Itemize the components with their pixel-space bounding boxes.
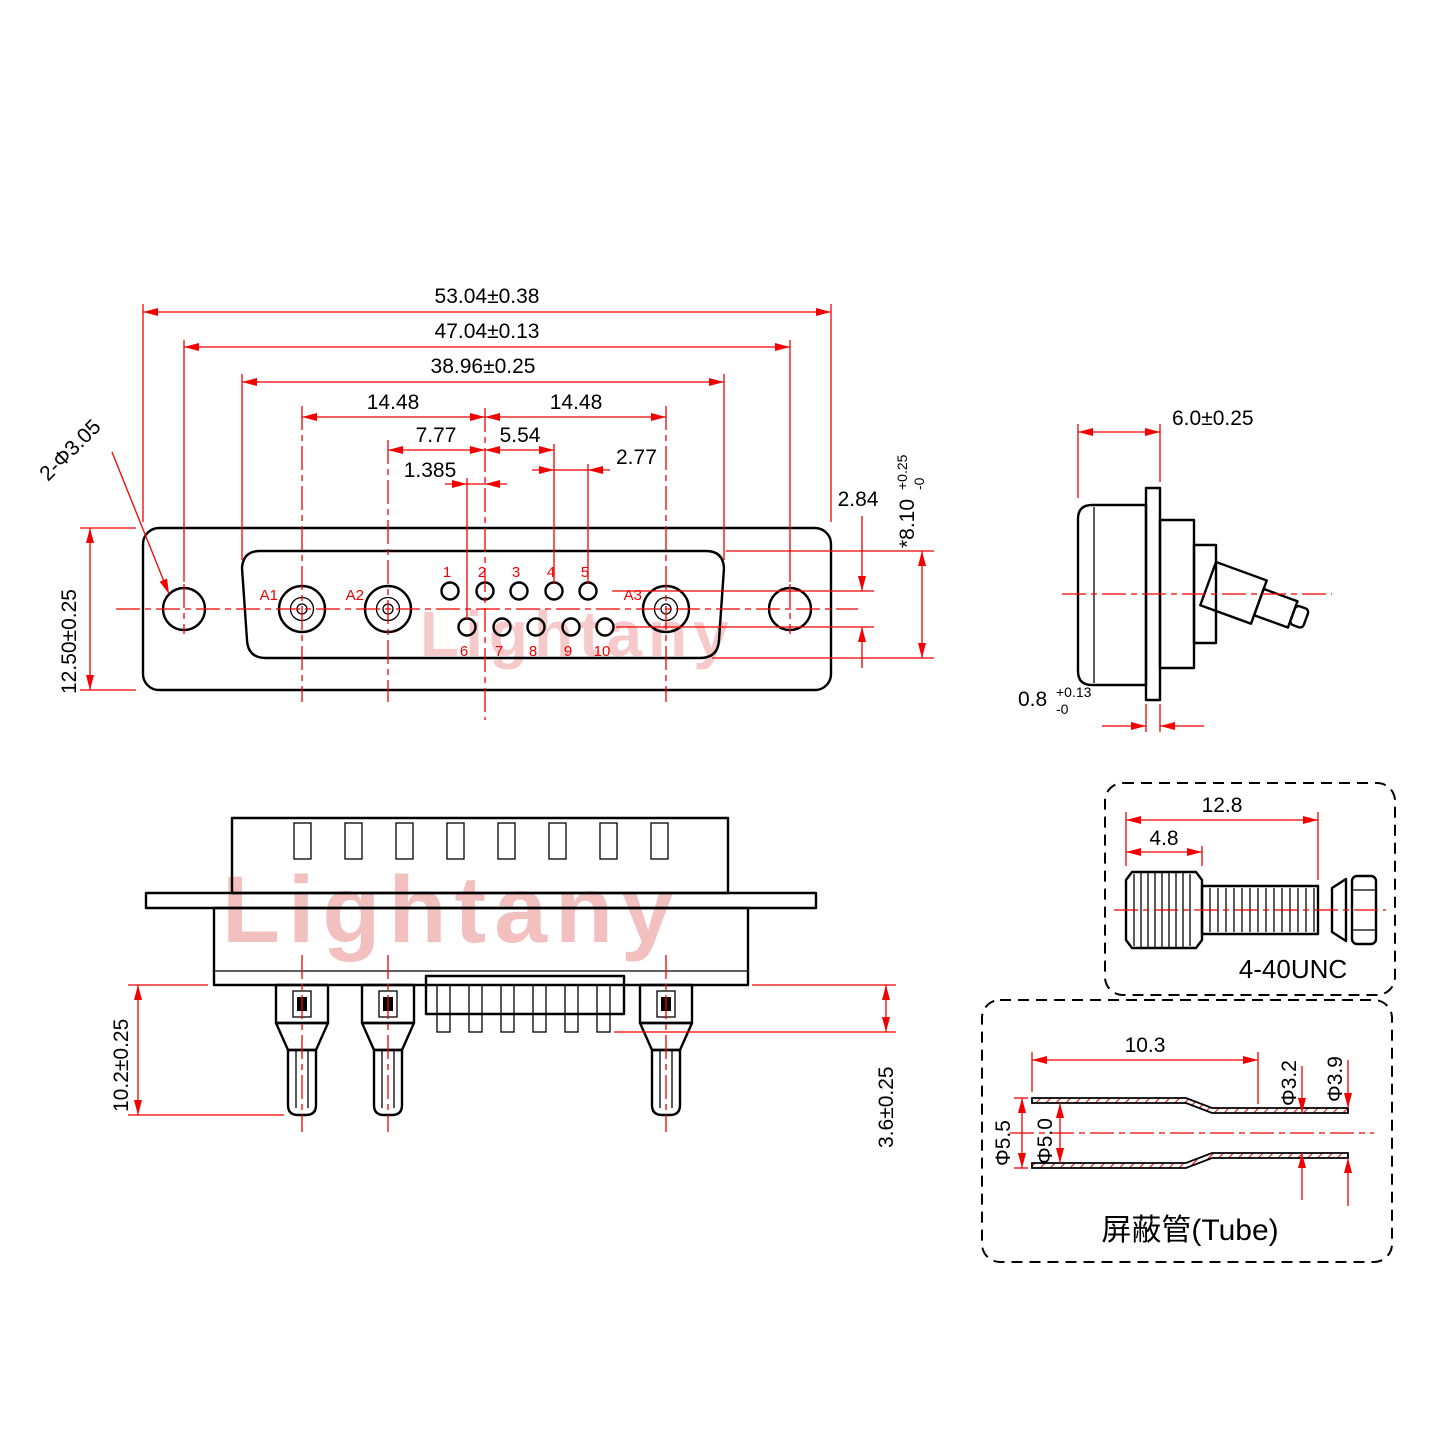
tube-wall-bottom [1031,1152,1349,1169]
dim-overall-width: 53.04±0.38 [435,285,540,308]
tube-dimensions: 10.3 Φ5.5 Φ5.0 Φ3.2 Φ3.9 [992,1034,1352,1206]
tube-detail: 10.3 Φ5.5 Φ5.0 Φ3.2 Φ3.9 屏蔽管(Tube) [981,999,1393,1263]
front-view-centerlines [116,406,858,720]
pin-label-5: 5 [581,564,589,581]
contact-label-a2: A2 [346,587,364,604]
tube-wall-top [1031,1097,1349,1114]
tube-label: 屏蔽管(Tube) [1101,1214,1278,1247]
dim-pin-pitch: 2.77 [616,446,657,469]
pin-label-9: 9 [564,643,572,660]
dim-a2-to-center: 7.77 [416,424,457,447]
svg-text:0.8: 0.8 [1018,688,1047,711]
dim-flange-height: 12.50±0.25 [58,589,81,694]
side-view-dimensions: 6.0±0.25 0.8 +0.13 -0 [1018,407,1254,732]
d-shell-opening [240,549,726,660]
tube-detail-box [981,999,1393,1263]
front-view-dimension-lines [86,308,926,690]
dim-screw-head: 4.8 [1149,827,1178,850]
dim-tube-id-large: Φ5.0 [1034,1118,1057,1164]
rear-view-outlines [144,816,818,1117]
side-solder-barrel [1199,560,1310,629]
screw-threaded-shaft [1200,884,1320,936]
thread-spec-label: 4-40UNC [1239,954,1347,984]
pin-label-6: 6 [460,643,468,660]
screw-detail: 12.8 4.8 4-40UNC [1104,782,1396,996]
rear-shell-slots [293,822,669,860]
dim-shell-depth: 6.0±0.25 [1172,407,1254,430]
pin-label-7: 7 [495,643,503,660]
pin-label-8: 8 [529,643,537,660]
pin-label-3: 3 [512,564,520,581]
front-view-pin-labels: A1 A2 A3 1 2 3 4 5 6 7 8 9 10 [260,564,642,660]
dim-tube-od-large: Φ5.5 [992,1120,1015,1166]
tube-outlines [1031,1097,1349,1169]
dim-flange-thickness: 0.8 +0.13 -0 [1018,684,1092,717]
svg-text:+0.13: +0.13 [1056,684,1092,700]
pin-label-10: 10 [594,643,611,660]
dim-mount-hole-span: 47.04±0.13 [435,320,540,343]
contact-label-a1: A1 [260,587,278,604]
pin-label-4: 4 [547,564,555,581]
dim-tail-length: 3.6±0.25 [875,1066,898,1148]
screw-detail-box [1104,782,1396,996]
dim-panel-cutout: *8.10 +0.25 -0 [894,454,927,548]
dim-tube-id-small: Φ3.2 [1278,1060,1301,1106]
dim-coax-span-right: 14.48 [550,391,603,414]
rear-pin-tails [424,974,626,1033]
screw-dimensions: 12.8 4.8 4-40UNC [1125,794,1347,984]
dim-tube-length: 10.3 [1125,1034,1166,1057]
front-view-extension-lines [80,304,934,691]
svg-text:*8.10: *8.10 [896,499,919,548]
rear-view-dimensions: 10.2±0.25 3.6±0.25 [110,984,898,1148]
screw-knurled-head [1124,870,1204,950]
side-view: 6.0±0.25 0.8 +0.13 -0 [1018,407,1332,732]
front-view: 53.04±0.38 47.04±0.13 38.96±0.25 14.48 1… [35,285,934,720]
dim-coax-span-left: 14.48 [367,391,420,414]
dim-row-spacing: 2.84 [838,488,879,511]
dim-mount-holes: 2-Φ3.05 [35,415,105,485]
dim-tube-od-small: Φ3.9 [1324,1056,1347,1102]
watermark-text: Lightany [222,857,682,963]
contact-label-a3: A3 [624,587,642,604]
side-shell [1076,503,1148,687]
rear-view-centerlines [301,955,667,1132]
svg-text:-0: -0 [911,477,927,490]
rear-view: 10.2±0.25 3.6±0.25 [110,816,898,1148]
dim-terminal-height: 10.2±0.25 [110,1019,133,1112]
dim-screw-length: 12.8 [1202,794,1243,817]
dim-center-to-pin: 5.54 [500,424,541,447]
svg-text:+0.25: +0.25 [894,454,910,490]
pin-field-top-row [440,581,598,601]
screw-cone-washer [1330,877,1348,943]
dim-shell-width: 38.96±0.25 [431,355,536,378]
pin-label-1: 1 [443,564,451,581]
svg-text:-0: -0 [1056,701,1069,717]
pin-label-2: 2 [478,564,486,581]
dim-row-offset: 1.385 [404,459,457,482]
